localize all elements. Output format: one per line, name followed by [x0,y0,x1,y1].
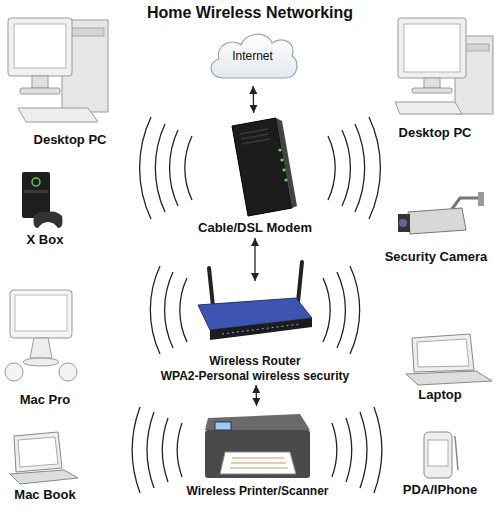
node-label: PDA/IPhone [403,482,477,498]
modem-illustration [280,158,283,161]
pda-illustration [424,432,452,478]
desktop-pc-illustration [14,24,66,68]
router-illustration [198,262,312,340]
wireless-waves [332,407,382,493]
modem-illustration [276,118,297,208]
security-camera-illustration [398,192,484,234]
printer-illustration [230,458,288,468]
device-node: Desktop PC [375,12,495,141]
node-label: Desktop PC [399,125,472,141]
desktop-pc-illustration [395,18,493,114]
pda-illustration [455,436,458,470]
laptop-illustration [412,334,474,372]
wireless-waves [132,407,182,493]
device-node: Security Camera [372,195,500,265]
router-illustration [222,324,300,334]
laptop-illustration [406,371,492,385]
device-node: Laptop [390,335,490,403]
node-label: Desktop PC [34,132,107,148]
router-node: Wireless RouterWPA2-Personal wireless se… [140,283,370,383]
node-label: Wireless Printer/Scanner [187,484,329,498]
printer-illustration [205,414,310,478]
router-illustration [298,262,302,302]
desktop-pc-illustration [398,18,466,78]
router-illustration [210,318,312,340]
modem-node: Cable/DSL Modem [190,115,320,236]
node-label: Internet [232,49,273,63]
modem-illustration [282,168,285,171]
desktop-pc-illustration [8,18,72,76]
modem-illustration [278,148,281,151]
xbox-illustration [24,190,48,193]
wireless-waves [150,266,187,354]
modem-illustration [284,178,287,181]
printer-illustration [205,414,310,430]
device-node: Desktop PC [10,12,130,148]
macbook-illustration [18,437,58,467]
device-node: X Box [5,170,85,248]
xbox-illustration [22,172,63,228]
node-label: Laptop [418,387,461,403]
device-node: Mac Pro [0,285,90,408]
modem-illustration [232,118,297,216]
wireless-waves [328,117,380,219]
connector-arrow [254,238,255,281]
security-camera-illustration [398,214,410,232]
node-label: X Box [27,232,64,248]
macbook-illustration [14,432,62,472]
mac-pro-illustration [59,363,77,381]
connector-arrow [255,385,257,406]
security-camera-illustration [452,198,480,209]
desktop-pc-illustration [395,102,462,114]
mac-pro-illustration [30,338,52,358]
wireless-waves [132,117,381,493]
desktop-pc-illustration [412,88,452,93]
printer-node: Wireless Printer/Scanner [165,408,350,498]
laptop-illustration [417,339,469,367]
device-node: PDA/IPhone [385,425,495,498]
macbook-illustration [10,470,78,484]
node-label: Security Camera [385,249,488,265]
cloud-outline [211,34,297,78]
mac-pro-illustration [5,290,77,381]
connector-arrow [252,86,254,113]
desktop-pc-illustration [424,78,440,88]
diagram-title: Home Wireless Networking [0,4,500,22]
laptop-illustration [406,334,492,385]
desktop-pc-illustration [20,88,60,94]
security-camera-illustration [478,192,484,206]
pda-illustration [424,432,458,478]
printer-illustration [220,452,296,474]
desktop-pc-illustration [8,18,108,122]
node-label: WPA2-Personal wireless security [161,369,350,383]
mac-pro-illustration [10,290,72,338]
mac-pro-illustration [5,363,23,381]
xbox-illustration [22,172,50,218]
mac-pro-illustration [23,358,59,366]
desktop-pc-illustration [404,24,460,72]
node-label: Mac Pro [20,392,71,408]
device-node: Mac Book [0,430,90,503]
security-camera-illustration [399,219,407,227]
wireless-waves [323,266,360,354]
mac-pro-illustration [15,295,67,331]
wireless-waves [140,117,192,219]
cloud-node: Internet [205,28,300,84]
node-label: Wireless Router [209,354,300,368]
printer-illustration [215,422,231,430]
printer-illustration [205,430,310,478]
pda-illustration [428,440,448,466]
node-label: Mac Book [14,487,75,503]
xbox-illustration [34,212,63,229]
desktop-pc-illustration [18,108,98,122]
macbook-illustration [10,432,78,484]
security-camera-illustration [408,208,466,234]
modem-illustration [240,129,270,144]
xbox-illustration [32,178,40,186]
node-label: Cable/DSL Modem [198,220,312,236]
desktop-pc-illustration [32,76,48,88]
